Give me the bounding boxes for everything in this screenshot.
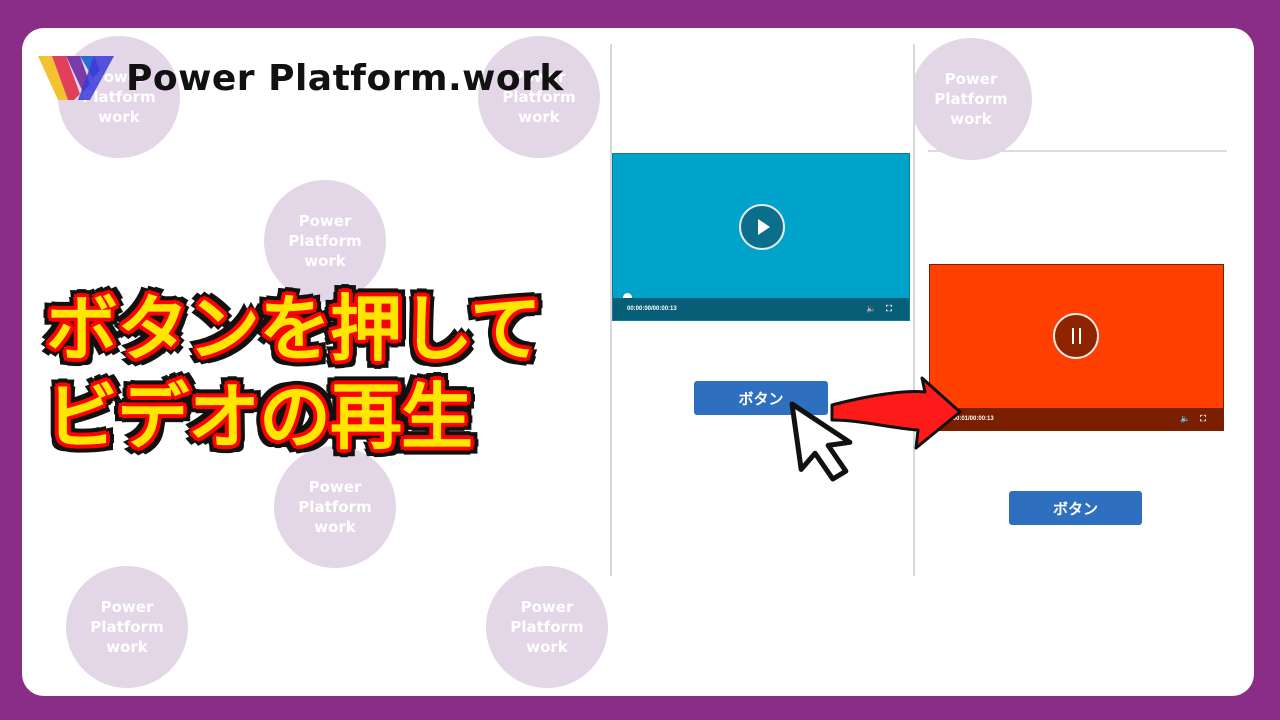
brand-header: Power Platform.work	[38, 54, 564, 102]
video-time: 00:00:00/00:00:13	[627, 306, 677, 312]
pause-button[interactable]	[1053, 313, 1099, 359]
headline: ボタンを押して ビデオの再生	[46, 285, 542, 461]
play-icon	[758, 219, 770, 235]
fullscreen-icon[interactable]: ⛶	[886, 304, 892, 313]
video-time: 00:00:01/00:00:13	[944, 416, 994, 422]
divider	[928, 150, 1227, 152]
headline-line-1: ボタンを押して	[46, 287, 542, 371]
video-controls: 00:00:00/00:00:13 🔈 ⛶	[613, 298, 909, 320]
power-platform-logo-icon	[38, 56, 114, 100]
play-video-button[interactable]: ボタン	[694, 381, 828, 415]
video-player-after[interactable]: 00:00:01/00:00:13 🔈 ⛶	[929, 264, 1224, 431]
fullscreen-icon[interactable]: ⛶	[1200, 414, 1206, 423]
volume-icon[interactable]: 🔈	[1180, 414, 1190, 423]
progress-handle[interactable]	[623, 293, 632, 302]
video-controls: 00:00:01/00:00:13 🔈 ⛶	[930, 408, 1223, 430]
video-player-before[interactable]: 00:00:00/00:00:13 🔈 ⛶	[612, 153, 910, 321]
pause-icon	[1071, 328, 1081, 344]
brand-name: Power Platform.work	[126, 57, 564, 99]
headline-line-2: ビデオの再生	[46, 375, 473, 459]
volume-icon[interactable]: 🔈	[866, 304, 876, 313]
play-video-button[interactable]: ボタン	[1009, 491, 1142, 525]
play-button[interactable]	[739, 204, 785, 250]
